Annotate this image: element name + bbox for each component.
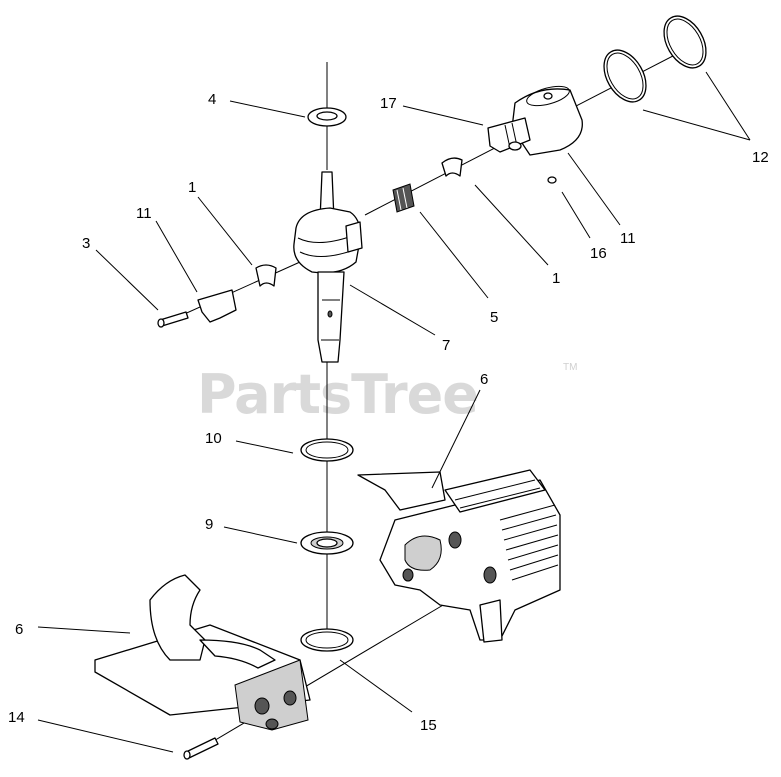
crankcase-part-6-lower [94, 574, 311, 731]
callout-1-left: 1 [188, 179, 196, 196]
callout-6-lower: 6 [15, 621, 23, 638]
leader-7 [349, 284, 436, 336]
callout-11-left: 11 [136, 205, 152, 222]
callout-16: 16 [590, 245, 607, 262]
leader-10 [235, 440, 294, 454]
leader-1-right [474, 184, 549, 266]
leader-17 [402, 105, 484, 126]
piston-pin-clip-part-16 [547, 176, 557, 184]
watermark-text: PartsTree [197, 363, 478, 426]
retaining-ring-part-15 [300, 628, 354, 652]
leader-lines [37, 71, 751, 753]
callout-labels: 4 17 12 1 11 3 11 16 1 5 7 6 10 9 6 15 1… [8, 91, 769, 734]
callout-3: 3 [82, 235, 90, 252]
bolt-part-14 [183, 737, 219, 760]
callout-11-right: 11 [620, 230, 636, 247]
leader-9 [223, 526, 298, 544]
leader-12-b [705, 71, 751, 141]
thrust-washer-part-1-left [255, 264, 277, 287]
screw-part-3 [157, 311, 189, 328]
piston-rings-part-12 [603, 15, 707, 103]
callout-5: 5 [490, 309, 498, 326]
callout-10: 10 [205, 430, 222, 447]
leader-11-left [155, 220, 198, 293]
leader-15 [339, 659, 413, 713]
bolt-axis-line [184, 597, 456, 759]
leader-14 [37, 719, 174, 753]
leader-1-left [197, 196, 253, 266]
leader-6-lower [37, 626, 131, 634]
callout-9: 9 [205, 516, 213, 533]
callout-6-upper: 6 [480, 371, 488, 388]
watermark-trademark: TM [563, 362, 577, 373]
washer-part-4 [307, 107, 347, 127]
leader-6-upper [431, 389, 481, 489]
piston-assembly-part-17 [487, 85, 583, 156]
leader-12-a [642, 109, 751, 141]
oil-seal-part-9 [300, 531, 354, 555]
needle-bearing-part-5 [392, 183, 415, 213]
callout-7: 7 [442, 337, 450, 354]
leader-5 [419, 211, 489, 299]
leader-3 [95, 249, 159, 311]
callout-4: 4 [208, 91, 216, 108]
callout-14: 14 [8, 709, 25, 726]
thrust-washer-part-1-upper [441, 157, 463, 177]
seal-ring-part-10 [300, 438, 354, 462]
leader-11-right [567, 152, 621, 226]
rod-cap-part-11-left [197, 289, 237, 323]
crankshaft-part-7 [293, 171, 363, 363]
callout-12: 12 [752, 149, 769, 166]
leader-16 [561, 191, 591, 239]
callout-1-right: 1 [552, 270, 560, 287]
leader-4 [229, 100, 306, 118]
callout-15: 15 [420, 717, 437, 734]
callout-17: 17 [380, 95, 397, 112]
cylinder-block-part-6-upper [357, 469, 561, 643]
